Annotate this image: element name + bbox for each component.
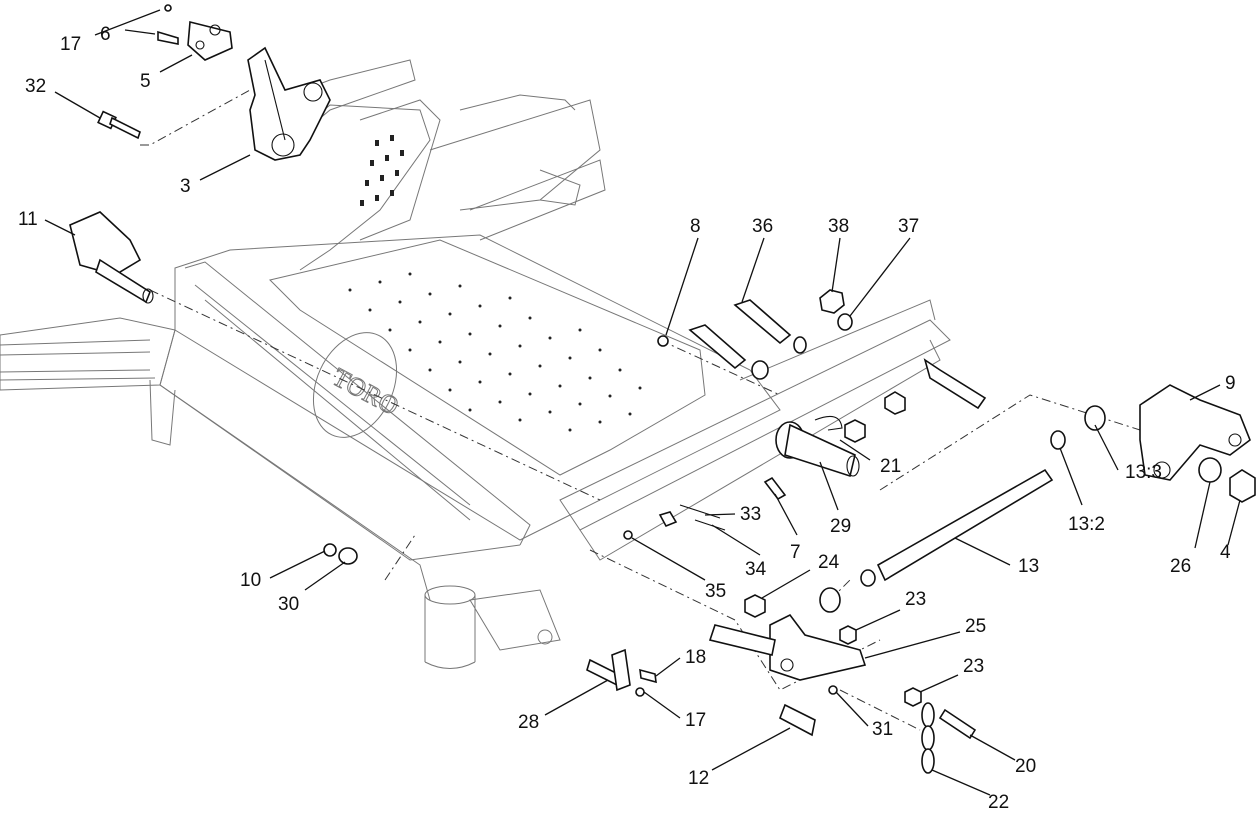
callout-13-2: 13:2 xyxy=(1068,514,1105,535)
part-18-bolt xyxy=(639,668,657,684)
callout-26: 26 xyxy=(1170,556,1191,577)
callout-22: 22 xyxy=(988,792,1009,813)
part-6-bolt xyxy=(157,30,179,45)
callout-33: 33 xyxy=(740,504,761,525)
callout-23: 23 xyxy=(905,589,926,610)
callout-4: 4 xyxy=(1220,542,1231,563)
part-8-nut xyxy=(657,335,669,347)
part-shaft xyxy=(708,624,776,656)
part-13-tie-rod xyxy=(876,468,1054,582)
callout-35: 35 xyxy=(705,581,726,602)
callout-3: 3 xyxy=(180,176,191,197)
callout-25: 25 xyxy=(965,616,986,637)
part-5-link-plate xyxy=(187,20,233,61)
callout-13: 13 xyxy=(1018,556,1039,577)
callout-36: 36 xyxy=(752,216,773,237)
part-35-washer xyxy=(623,530,633,540)
part-30-washer xyxy=(338,547,358,565)
part-22-chain xyxy=(921,702,935,774)
callout-17: 17 xyxy=(60,34,81,55)
part-10-washer xyxy=(323,543,337,557)
callout-6: 6 xyxy=(100,24,111,45)
callout-32: 32 xyxy=(25,76,46,97)
part-11-pivot-bracket xyxy=(69,211,154,304)
part-36-bolts xyxy=(688,299,792,370)
part-34-clip xyxy=(694,519,726,531)
part-right-bolt xyxy=(923,358,987,410)
part-28-pin xyxy=(586,648,631,692)
part-7-bolt xyxy=(763,476,787,501)
part-washer xyxy=(793,336,807,354)
part-rail-nut xyxy=(884,391,906,415)
part-24-nut xyxy=(744,594,766,618)
callout-21: 21 xyxy=(880,456,901,477)
callout-31: 31 xyxy=(872,719,893,740)
part-37-washer xyxy=(837,313,853,331)
part-rod-nut xyxy=(860,569,876,587)
part-12-bolt xyxy=(778,703,816,737)
callout-10: 10 xyxy=(240,570,261,591)
part-31-nut xyxy=(828,685,838,695)
part-bolt-small xyxy=(658,511,678,528)
callout-7: 7 xyxy=(790,542,801,563)
part-17-grease-fitting xyxy=(164,4,172,12)
part-29-pivot-pin xyxy=(775,421,860,478)
part-9-idler-arm xyxy=(1139,384,1251,481)
part-17-grease-fitting-b xyxy=(635,687,645,697)
deck-perforations xyxy=(348,272,642,432)
callout-5: 5 xyxy=(140,71,151,92)
part-33-spring-pin xyxy=(679,504,721,519)
part-washer-2 xyxy=(751,360,769,380)
callout-labels: 17 6 5 32 3 11 8 36 38 37 9 21 13:3 13:2… xyxy=(18,24,1236,813)
part-23-nut-a xyxy=(839,625,857,645)
callout-18: 18 xyxy=(685,647,706,668)
part-13-2-jam-nut xyxy=(1050,430,1066,450)
callout-34: 34 xyxy=(745,559,767,580)
callout-20: 20 xyxy=(1015,756,1036,777)
callout-13-3: 13:3 xyxy=(1125,462,1162,483)
part-32-bolt xyxy=(97,110,141,140)
callout-30: 30 xyxy=(278,594,299,615)
part-25-lower-arm xyxy=(769,613,867,681)
brand-logo-text: TORO xyxy=(328,362,404,421)
part-13-3-rod-end xyxy=(1084,405,1106,431)
callout-12: 12 xyxy=(688,768,709,789)
part-3-lever-bracket xyxy=(247,46,331,161)
part-20-eyebolt xyxy=(938,708,977,740)
callout-24: 24 xyxy=(818,552,840,573)
callout-29: 29 xyxy=(830,516,851,537)
part-bearing xyxy=(819,587,841,613)
callout-11: 11 xyxy=(18,209,38,230)
callout-23-lower: 23 xyxy=(963,656,984,677)
part-38-nut xyxy=(819,289,845,314)
callout-8: 8 xyxy=(690,216,701,237)
part-21-cotter-pin xyxy=(814,415,843,431)
assembly-centerlines xyxy=(140,89,1141,731)
callout-9: 9 xyxy=(1225,373,1236,394)
callout-leaders xyxy=(44,9,1241,796)
part-4-nut xyxy=(1229,469,1256,503)
callout-17-lower: 17 xyxy=(685,710,706,731)
part-26-washer xyxy=(1198,457,1222,483)
part-23-nut-b xyxy=(904,687,922,707)
callout-38: 38 xyxy=(828,216,849,237)
mower-frame: TORO xyxy=(0,59,951,669)
part-rail-nut-2 xyxy=(844,419,866,443)
callout-28: 28 xyxy=(518,712,539,733)
callout-37: 37 xyxy=(898,216,919,237)
